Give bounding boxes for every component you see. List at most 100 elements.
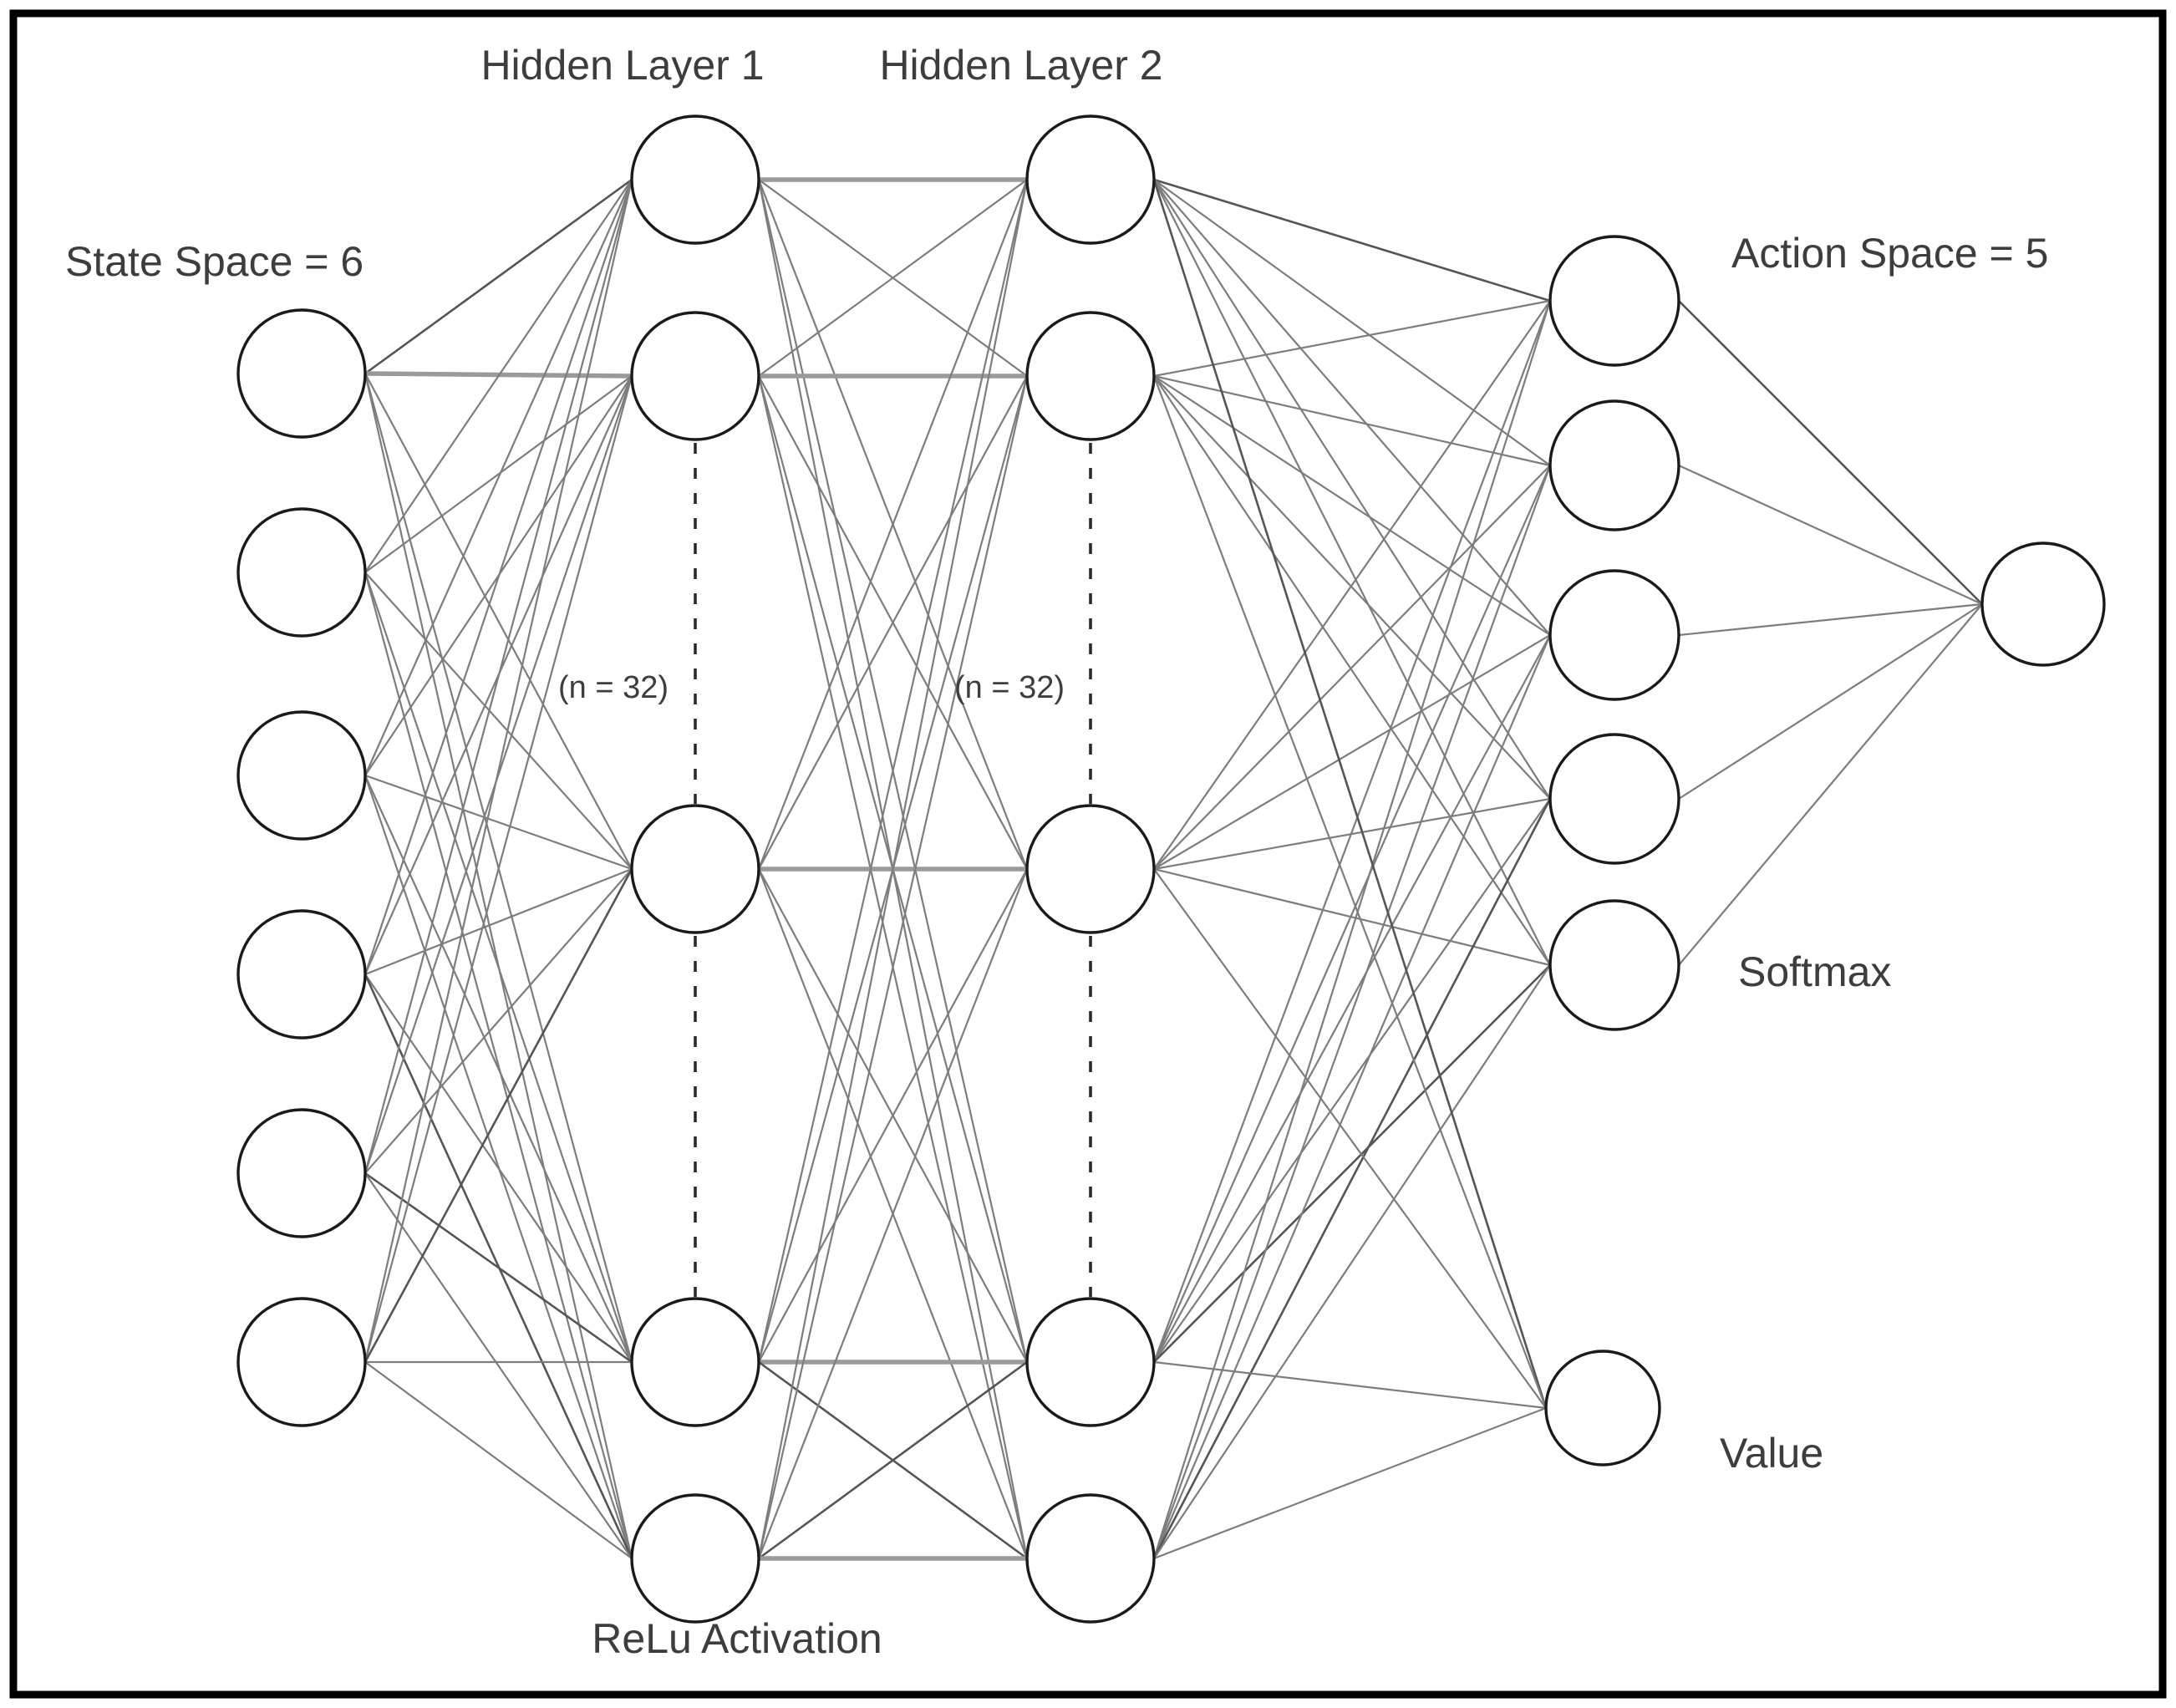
neuron-node-hidden1-5[interactable] bbox=[630, 1493, 760, 1624]
neuron-node-input-1[interactable] bbox=[236, 308, 367, 439]
connection-line bbox=[757, 179, 1029, 870]
connection-line bbox=[1153, 179, 1551, 636]
connection-line bbox=[364, 179, 633, 1174]
connection-line bbox=[364, 774, 633, 871]
neuron-node-hidden1-1[interactable] bbox=[630, 114, 760, 245]
hidden-layer-1-label: Hidden Layer 1 bbox=[480, 42, 764, 89]
connection-line bbox=[364, 775, 633, 1363]
connection-line bbox=[1678, 464, 1983, 606]
connection-line bbox=[1152, 634, 1552, 1559]
connection-line bbox=[1678, 602, 1983, 637]
connection-line bbox=[1152, 300, 1552, 1559]
connection-line bbox=[758, 179, 1028, 377]
connection-line bbox=[364, 179, 633, 776]
connection-line bbox=[1153, 299, 1551, 378]
connection-line bbox=[364, 179, 633, 975]
connection-line bbox=[364, 572, 633, 870]
neuron-node-hidden1-3[interactable] bbox=[630, 804, 760, 934]
activation-label: ReLu Activation bbox=[592, 1615, 882, 1662]
connection-line bbox=[1153, 964, 1551, 1363]
connection-line bbox=[364, 867, 633, 976]
connection-line bbox=[364, 179, 633, 573]
neuron-node-policy-4[interactable] bbox=[1548, 733, 1680, 865]
connection-edges bbox=[364, 177, 1983, 1561]
connection-line bbox=[364, 1172, 633, 1559]
neuron-node-policy-3[interactable] bbox=[1548, 569, 1680, 701]
neuron-node-hidden2-3[interactable] bbox=[1025, 804, 1156, 934]
connection-line bbox=[1153, 1360, 1547, 1410]
hidden-layer-2-count-label: (n = 32) bbox=[954, 670, 1065, 705]
connection-line bbox=[1152, 179, 1548, 1409]
diagram-border bbox=[9, 9, 2167, 1699]
connection-line bbox=[364, 375, 633, 1363]
network-nodes bbox=[236, 114, 2106, 1624]
layer-ellipsis-markers bbox=[694, 443, 1092, 1297]
connection-line bbox=[364, 1361, 633, 1559]
connection-line bbox=[364, 179, 633, 1363]
connection-line bbox=[1153, 375, 1551, 966]
connection-line bbox=[1153, 375, 1551, 800]
neuron-node-hidden2-5[interactable] bbox=[1025, 1493, 1156, 1624]
neuron-node-input-6[interactable] bbox=[236, 1297, 367, 1427]
connection-line bbox=[1153, 868, 1547, 1409]
connection-line bbox=[1153, 798, 1551, 1363]
neuron-node-input-3[interactable] bbox=[236, 710, 367, 841]
connection-line bbox=[1153, 1406, 1547, 1560]
connection-line bbox=[364, 572, 633, 1559]
connection-line bbox=[1678, 603, 1983, 800]
softmax-head-label: Softmax bbox=[1738, 948, 1891, 995]
connection-line bbox=[757, 375, 1029, 1559]
neuron-node-hidden1-4[interactable] bbox=[630, 1297, 760, 1427]
hidden-layer-2-label: Hidden Layer 2 bbox=[879, 42, 1162, 89]
neuron-node-hidden2-2[interactable] bbox=[1025, 311, 1156, 441]
connection-line bbox=[364, 373, 633, 870]
connection-line bbox=[1153, 300, 1551, 870]
connection-line bbox=[364, 375, 633, 573]
neuron-node-policy-5[interactable] bbox=[1548, 899, 1680, 1031]
connection-line bbox=[364, 868, 633, 1363]
connection-line bbox=[1153, 375, 1551, 636]
connection-line bbox=[1153, 867, 1551, 967]
hidden-layer-1-count-label: (n = 32) bbox=[558, 670, 669, 705]
connection-line bbox=[757, 868, 1029, 1559]
connection-line bbox=[758, 375, 1028, 870]
connection-line bbox=[1153, 964, 1551, 1559]
connection-line bbox=[757, 179, 1029, 1363]
input-layer-label: State Space = 6 bbox=[65, 238, 364, 285]
connection-line bbox=[1152, 300, 1552, 1363]
connection-line bbox=[757, 179, 1029, 1559]
connection-line bbox=[758, 1360, 1028, 1560]
connection-line bbox=[1153, 634, 1551, 870]
diagram-labels: State Space = 6 Hidden Layer 1 Hidden La… bbox=[65, 42, 2048, 1662]
connection-line bbox=[1153, 179, 1551, 800]
neuron-node-final-1[interactable] bbox=[1980, 541, 2106, 667]
neuron-node-value-1[interactable] bbox=[1544, 1350, 1661, 1467]
connection-line bbox=[758, 868, 1028, 1363]
neuron-node-input-5[interactable] bbox=[236, 1108, 367, 1238]
connection-line bbox=[364, 572, 633, 1363]
connection-line bbox=[364, 178, 633, 375]
neuron-node-hidden1-2[interactable] bbox=[630, 311, 760, 441]
connection-line bbox=[1678, 300, 1983, 605]
connection-line bbox=[364, 973, 633, 1363]
connection-line bbox=[1153, 374, 1551, 467]
connection-line bbox=[1153, 179, 1551, 966]
connection-line bbox=[1153, 179, 1551, 466]
neuron-node-input-2[interactable] bbox=[236, 507, 367, 638]
connection-line bbox=[1153, 178, 1551, 302]
neuron-node-hidden2-1[interactable] bbox=[1025, 114, 1156, 245]
connection-line bbox=[364, 868, 633, 1174]
value-head-label: Value bbox=[1720, 1430, 1823, 1477]
connection-line bbox=[1153, 465, 1551, 870]
neuron-node-policy-2[interactable] bbox=[1548, 399, 1680, 531]
neuron-node-policy-1[interactable] bbox=[1548, 235, 1680, 367]
neuron-node-input-4[interactable] bbox=[236, 909, 367, 1040]
connection-line bbox=[1152, 798, 1552, 1559]
output-layer-label: Action Space = 5 bbox=[1731, 230, 2048, 277]
connection-line bbox=[1153, 634, 1551, 1363]
connection-line bbox=[1152, 465, 1552, 1559]
connection-line bbox=[364, 1172, 633, 1364]
neuron-node-hidden2-4[interactable] bbox=[1025, 1297, 1156, 1427]
